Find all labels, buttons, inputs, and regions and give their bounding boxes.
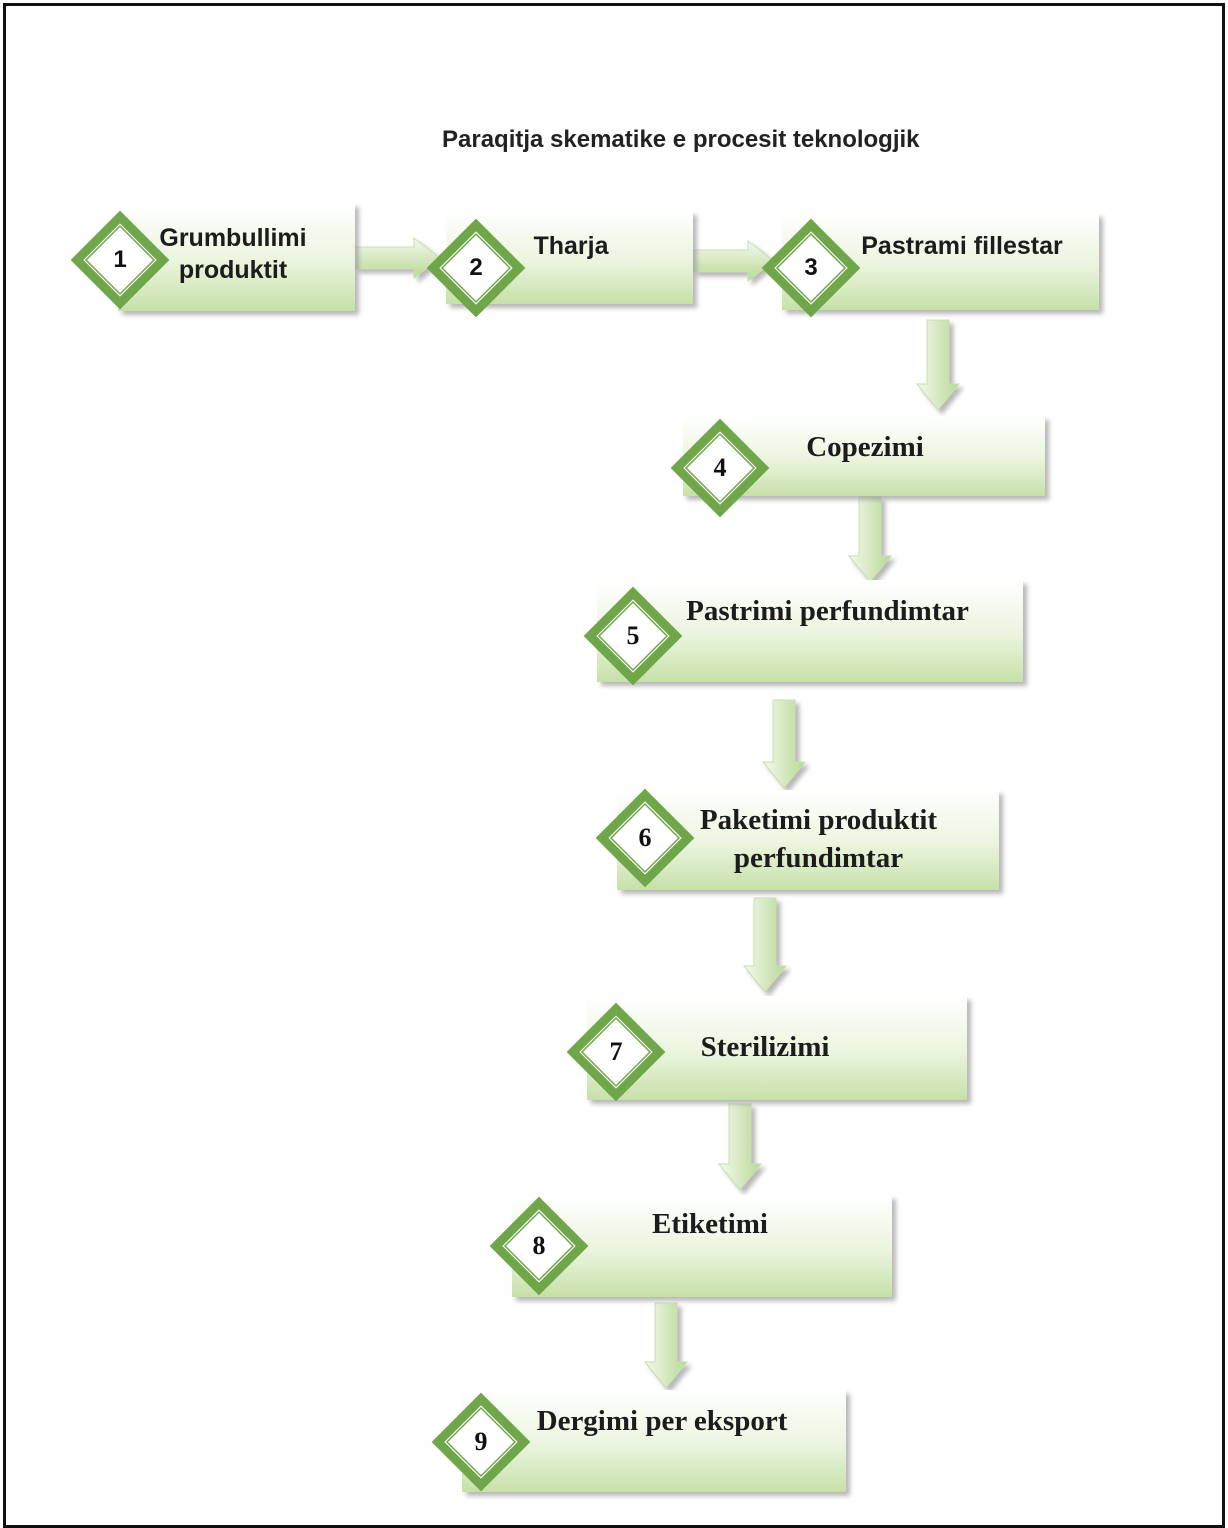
step-3-label: Pastrami fillestar (842, 226, 1082, 266)
step-9-diamond-inner (445, 1406, 517, 1478)
step-6-line1: Paketimi produktit (699, 804, 938, 837)
step-9-number: 9 (474, 1427, 488, 1456)
arrow-down-2 (847, 496, 893, 583)
step-1-line2: produktit (178, 256, 288, 284)
diagram-title: Paraqitja skematike e procesit teknologj… (442, 126, 920, 153)
arrow-right-1 (354, 236, 441, 280)
step-9-label: Dergimi per eksport (512, 1402, 812, 1442)
step-2-diamond (426, 218, 526, 318)
step-4-diamond (670, 418, 770, 518)
step-5-line1: Pastrimi perfundimtar (686, 595, 969, 628)
step-6-label: Paketimi produktit perfundimtar (676, 798, 961, 882)
step-7-label: Sterilizimi (680, 1028, 850, 1068)
step-2-line1: Tharja (533, 231, 609, 260)
step-8-line1: Etiketimi (652, 1208, 768, 1241)
step-6-diamond-inner (609, 802, 681, 874)
step-4-diamond-inner (684, 432, 756, 504)
step-9-line1: Dergimi per eksport (536, 1405, 788, 1438)
step-8-number: 8 (532, 1231, 546, 1260)
step-6-number: 6 (638, 823, 652, 852)
arrow-down-4 (742, 897, 788, 993)
step-8-diamond (489, 1196, 589, 1296)
step-6-line2: perfundimtar (733, 842, 904, 874)
step-6-diamond (595, 788, 695, 888)
arrow-down-6 (643, 1302, 689, 1389)
step-3-diamond (761, 218, 861, 318)
step-4-label: Copezimi (790, 428, 940, 468)
arrow-down-1 (915, 319, 961, 411)
arrow-down-5 (717, 1103, 763, 1191)
step-7-diamond-inner (580, 1016, 652, 1088)
arrow-right-2 (692, 239, 775, 283)
step-3-number: 3 (804, 254, 818, 281)
arrow-down-3 (761, 699, 807, 789)
step-5-diamond-inner (597, 600, 669, 672)
step-1-line1: Grumbullimi (159, 223, 307, 252)
step-2-number: 2 (469, 254, 483, 281)
step-7-diamond (566, 1002, 666, 1102)
step-5-diamond (583, 586, 683, 686)
step-5-label: Pastrimi perfundimtar (660, 592, 995, 632)
step-5-number: 5 (626, 621, 640, 650)
step-4-line1: Copezimi (806, 431, 924, 464)
step-7-line1: Sterilizimi (700, 1031, 830, 1064)
step-1-diamond (70, 210, 170, 310)
step-2-label: Tharja (516, 226, 626, 266)
step-4-number: 4 (713, 453, 727, 482)
step-8-diamond-inner (503, 1210, 575, 1282)
step-9-diamond (431, 1392, 531, 1492)
step-2-diamond-inner (440, 232, 512, 304)
step-1-diamond-inner (84, 224, 156, 296)
step-3-line1: Pastrami fillestar (861, 231, 1063, 260)
step-1-number: 1 (113, 246, 127, 273)
step-1-label: Grumbullimi produktit (148, 212, 318, 296)
step-7-number: 7 (609, 1037, 623, 1066)
step-3-diamond-inner (775, 232, 847, 304)
step-8-label: Etiketimi (630, 1205, 790, 1245)
